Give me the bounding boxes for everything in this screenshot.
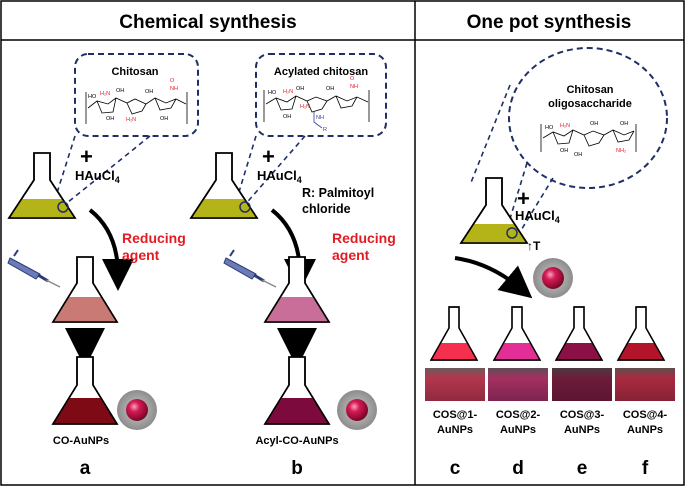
flask-initial-cos: [459, 177, 529, 244]
cos-callout: Chitosan oligosaccharide HO H₂N OH OH OH…: [469, 47, 668, 236]
vial-photo-cos3: [552, 368, 612, 401]
pipette-icon-a: [7, 249, 61, 288]
heat-label: ↑T: [527, 239, 541, 253]
chitosan-atom-h2n: H₂N: [100, 91, 110, 97]
cos-structure: [540, 124, 637, 152]
r-note-line1: R: Palmitoyl: [302, 186, 374, 200]
reducing-agent-b-line1: Reducing: [332, 230, 396, 246]
panel-letter-a: a: [80, 458, 91, 479]
panel-letter-f: f: [642, 458, 649, 479]
acyl-atom-o: O: [350, 76, 355, 82]
nanoparticle-a: [117, 390, 157, 430]
vial-photo-cos4: [615, 368, 675, 401]
chitosan-atom-oh-3: OH: [145, 89, 153, 95]
product-label-d-line2: AuNPs: [500, 424, 536, 436]
acyl-atom-ho: HO: [268, 90, 277, 96]
product-label-b: Acyl-CO-AuNPs: [255, 435, 338, 447]
haucl4-b: HAuCl4: [257, 168, 302, 185]
acyl-atom-oh-3: OH: [326, 86, 334, 92]
cos-label-line2: oligosaccharide: [548, 98, 632, 110]
product-label-c-line2: AuNPs: [437, 424, 473, 436]
vial-photo-cos2: [488, 368, 548, 401]
reaction-arrow-a: [88, 208, 134, 291]
product-label-d-line1: COS@2-: [496, 409, 541, 421]
chitosan-structure: [85, 92, 188, 124]
haucl4-c: HAuCl4: [515, 208, 560, 225]
plus-sign-b: +: [262, 144, 275, 169]
panel-letter-b: b: [291, 458, 303, 479]
cos-atom-oh-4: OH: [620, 121, 628, 127]
chitosan-callout: Chitosan HO H₂N OH OH H₂N OH NH O OH: [49, 53, 199, 216]
reagent-b: + HAuCl4: [257, 144, 302, 185]
vial-photo-cos1: [425, 368, 485, 401]
cos-atom-h2n: H₂N: [560, 123, 570, 129]
plus-sign-a: +: [80, 144, 93, 169]
header-chemical-synthesis: Chemical synthesis: [119, 12, 296, 33]
reducing-agent-b-line2: agent: [332, 247, 370, 263]
acyl-atom-oh-1: OH: [296, 86, 304, 92]
chitosan-atom-h2n-2: H₂N: [126, 117, 136, 123]
flask-initial-a: [7, 152, 77, 219]
acyl-atom-nh-2: NH: [350, 84, 358, 90]
flask-reduced-b: [263, 256, 331, 323]
nanoparticle-b: [337, 390, 377, 430]
pipette-icon-b: [223, 249, 277, 288]
chitosan-label: Chitosan: [111, 66, 158, 78]
acylated-chitosan-callout: Acylated chitosan HO H₂N OH H₂N OH NH R …: [231, 53, 387, 216]
cos-atom-oh-3: OH: [574, 152, 582, 158]
cos-atom-nh2: NH₂: [616, 148, 626, 154]
product-label-a: CO-AuNPs: [53, 435, 109, 447]
r-note-line2: chloride: [302, 202, 351, 216]
haucl4-a: HAuCl4: [75, 168, 120, 185]
flask-initial-b: [189, 152, 259, 219]
product-label-c-line1: COS@1-: [433, 409, 478, 421]
reagent-a: + HAuCl4: [75, 144, 120, 185]
acyl-atom-oh-2: OH: [283, 114, 291, 120]
reducing-agent-a-line1: Reducing: [122, 230, 186, 246]
acylated-chitosan-structure: [263, 90, 370, 129]
acylated-chitosan-label: Acylated chitosan: [274, 66, 368, 78]
product-label-e-line2: AuNPs: [564, 424, 600, 436]
nanoparticle-cos: [533, 258, 573, 298]
flask-cos1: [429, 306, 479, 361]
chitosan-atom-oh-1: OH: [116, 88, 124, 94]
flask-cos3: [554, 306, 604, 361]
panel-letter-c: c: [450, 458, 461, 479]
acyl-atom-nh: NH: [316, 115, 324, 121]
acyl-atom-r: R: [323, 127, 327, 133]
flask-final-a: [51, 356, 119, 425]
product-label-e-line1: COS@3-: [560, 409, 605, 421]
header-one-pot-synthesis: One pot synthesis: [467, 12, 632, 33]
acyl-atom-h2n: H₂N: [283, 89, 293, 95]
chitosan-atom-o: O: [170, 78, 175, 84]
flask-final-b: [263, 356, 331, 425]
cos-label-line1: Chitosan: [566, 84, 613, 96]
flask-reduced-a: [51, 256, 119, 323]
cos-atom-oh-2: OH: [590, 121, 598, 127]
reaction-arrow-cos: [454, 256, 533, 299]
chitosan-atom-oh-2: OH: [106, 116, 114, 122]
product-label-f-line2: AuNPs: [627, 424, 663, 436]
cos-atom-ho: HO: [545, 125, 554, 131]
chitosan-atom-oh-4: OH: [160, 116, 168, 122]
flask-cos2: [492, 306, 542, 361]
cos-atom-oh-1: OH: [560, 148, 568, 154]
panel-letter-e: e: [577, 458, 588, 479]
panel-letter-d: d: [512, 458, 524, 479]
acyl-atom-h2n-2: H₂N: [300, 104, 310, 110]
plus-sign-c: +: [517, 186, 530, 211]
product-label-f-line1: COS@4-: [623, 409, 668, 421]
reducing-agent-a-line2: agent: [122, 247, 160, 263]
flask-cos4: [616, 306, 666, 361]
chitosan-atom-nh: NH: [170, 86, 178, 92]
chitosan-atom-ho: HO: [88, 94, 97, 100]
reagent-c: + HAuCl4: [515, 186, 560, 225]
